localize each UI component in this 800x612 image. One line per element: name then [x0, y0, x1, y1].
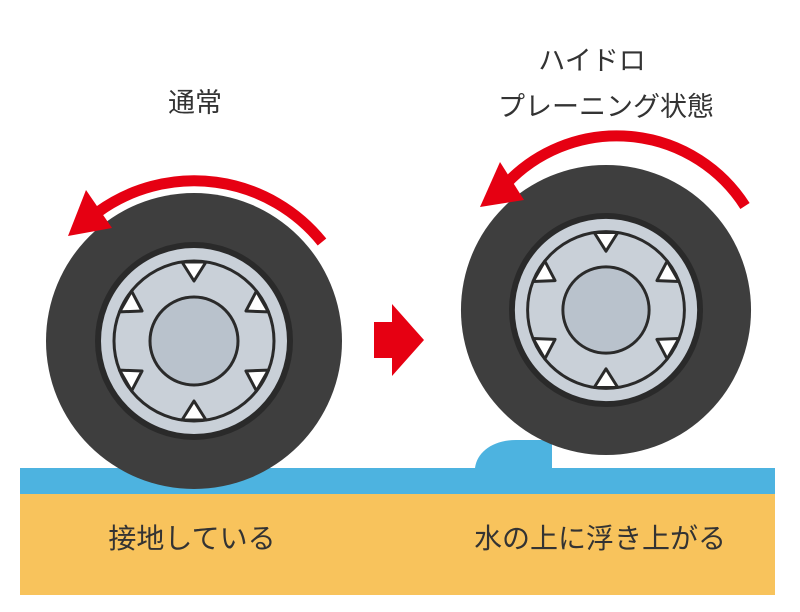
tire-icon [46, 193, 342, 489]
grounded-caption: 接地している [108, 522, 276, 555]
hydroplaning-title-line2: プレーニング状態 [498, 92, 714, 123]
normal-state-title: 通常 [168, 88, 222, 119]
right-arrow-icon [374, 304, 424, 376]
rotation-arrow-icon [68, 175, 327, 246]
tire-icon [461, 165, 751, 455]
ground-band [20, 490, 775, 595]
hydroplaning-title-line1: ハイドロ [538, 46, 646, 77]
water-splash [475, 440, 552, 468]
floating-caption: 水の上に浮き上がる [473, 522, 727, 555]
rotation-arrow-icon [480, 130, 750, 209]
